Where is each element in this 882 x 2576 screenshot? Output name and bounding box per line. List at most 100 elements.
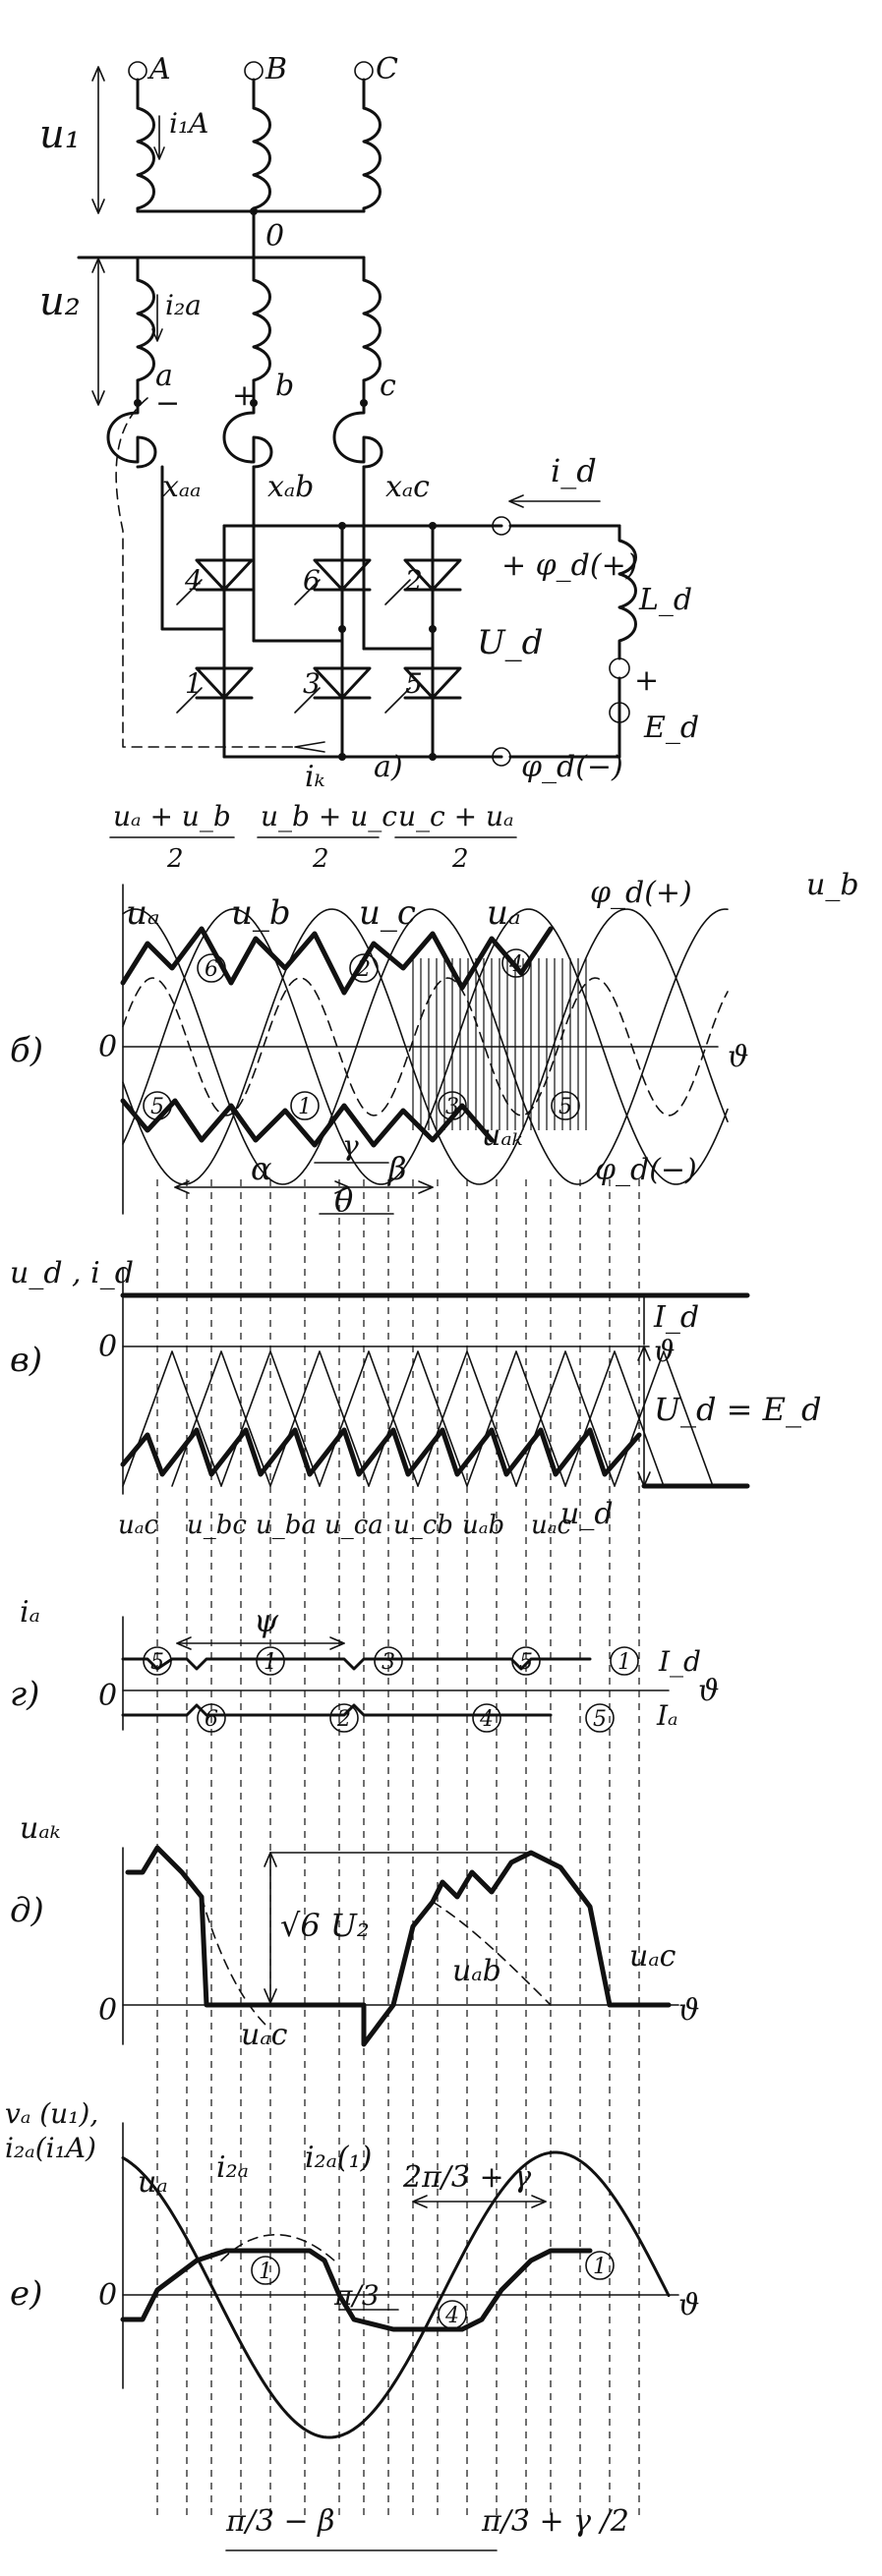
thyristor-3-label: 3 bbox=[303, 667, 321, 700]
b-axis-label: ϑ bbox=[728, 1040, 748, 1074]
line-voltage-label-2: u_bc bbox=[187, 1511, 247, 1540]
b-bot-2: 1 bbox=[298, 1095, 312, 1119]
e-c-2: 4 bbox=[444, 2304, 459, 2328]
g-panel-label: г) bbox=[10, 1675, 39, 1714]
i2a-wave bbox=[120, 2248, 593, 2332]
b-bot-4-ring bbox=[551, 1091, 580, 1120]
d-axis-label: ϑ bbox=[678, 1993, 699, 2028]
b-wave-label-2: u_b bbox=[231, 893, 291, 933]
formula-3-num: u_c + uₐ bbox=[398, 800, 514, 832]
e-c-1: 1 bbox=[259, 2260, 272, 2284]
g-origin: 0 bbox=[98, 1679, 117, 1713]
reactance-a-label: xₐₐ bbox=[162, 470, 201, 504]
reactance-c bbox=[332, 401, 383, 469]
g-id-label: I_d bbox=[658, 1645, 701, 1678]
formula-3-den: 2 bbox=[451, 844, 469, 874]
d-uac-left: uₐc bbox=[241, 2018, 288, 2052]
b-bot-3: 3 bbox=[445, 1095, 459, 1119]
e-pi3: π/3 bbox=[333, 2279, 380, 2312]
thyristor-5 bbox=[384, 666, 462, 714]
e-bottom-left: π/3 − β bbox=[225, 2504, 334, 2539]
g-top-1-ring bbox=[143, 1646, 172, 1676]
thyristor-4-label: 4 bbox=[184, 564, 203, 597]
minus-sign: − bbox=[155, 386, 180, 421]
panel-b: uₐ + u_b 2 u_b + u_c 2 u_c + uₐ 2 б) 0 ϑ… bbox=[10, 800, 859, 1219]
e-c-2-ring bbox=[438, 2300, 467, 2329]
ud-waveform bbox=[120, 1427, 642, 1477]
thyristor-1-label: 1 bbox=[185, 667, 203, 700]
v-origin: 0 bbox=[98, 1330, 117, 1364]
e-circled-numbers: 141 bbox=[251, 2251, 615, 2329]
thyristor-4 bbox=[176, 558, 254, 605]
thyristor-2-label: 2 bbox=[404, 564, 423, 597]
b-bot-3-ring bbox=[438, 1091, 467, 1120]
neutral-label: 0 bbox=[265, 219, 284, 254]
node-a-label: a bbox=[155, 359, 173, 393]
g-top-3-ring bbox=[374, 1646, 403, 1676]
b-wave-label-3: u_c bbox=[359, 893, 416, 933]
b-top-3: 4 bbox=[508, 952, 523, 977]
circuit-panel-label: a) bbox=[374, 750, 403, 784]
line-voltage-label-1: uₐc bbox=[118, 1511, 159, 1540]
g-top-4-ring bbox=[511, 1646, 541, 1676]
line-voltage-label-6: uₐb bbox=[462, 1511, 504, 1540]
lower-envelope bbox=[120, 1098, 495, 1148]
v-panel-label: в) bbox=[10, 1341, 42, 1380]
phase-wave-2 bbox=[122, 908, 729, 1185]
current-bottom bbox=[121, 1703, 553, 1717]
terminal-B: B bbox=[265, 52, 287, 86]
g-bot-2: 2 bbox=[336, 1707, 351, 1732]
terminal-A: A bbox=[147, 52, 171, 86]
g-top-2-ring bbox=[256, 1646, 285, 1676]
commutation-loop bbox=[115, 397, 296, 748]
thyristor-1 bbox=[176, 666, 254, 714]
secondary-winding-a bbox=[134, 256, 155, 407]
node-b-label: b bbox=[275, 369, 294, 403]
v-voltage-eq: U_d = E_d bbox=[654, 1391, 821, 1428]
line-voltage-label-3: u_ba bbox=[256, 1511, 317, 1540]
reactance-b bbox=[222, 401, 273, 469]
v-axis-label: ϑ bbox=[654, 1335, 675, 1369]
secondary-current-label: i₂a bbox=[165, 289, 202, 321]
b-bot-1-ring bbox=[143, 1091, 172, 1120]
b-wave-label-4: uₐ bbox=[487, 893, 521, 933]
g-current-pulses bbox=[121, 1657, 592, 1717]
thyristor-6-label: 6 bbox=[303, 564, 321, 597]
e-c-3-ring bbox=[585, 2251, 615, 2280]
uak-waveform bbox=[125, 1845, 672, 2047]
load-current-label: i_d bbox=[551, 452, 597, 489]
e-ua: uₐ bbox=[138, 2165, 168, 2200]
line-voltage-label-7: uₐc bbox=[531, 1511, 572, 1540]
g-top-2: 1 bbox=[264, 1650, 277, 1675]
d-panel-label: д) bbox=[10, 1891, 44, 1930]
reactance-a bbox=[106, 401, 157, 469]
e-y-label-1: vₐ (u₁), bbox=[5, 2097, 98, 2130]
terminal-C: C bbox=[376, 52, 398, 86]
b-bot-2-ring bbox=[290, 1091, 320, 1120]
thyristor-2 bbox=[384, 558, 462, 605]
loop-current-label: iₖ bbox=[305, 760, 325, 794]
thyristor-6 bbox=[294, 558, 372, 605]
panel-e: е) vₐ (u₁), i₂ₐ(i₁A) 0 ϑ uₐ i₂ₐ i₂ₐ(₁) 2… bbox=[5, 2097, 699, 2551]
d-y-label: uₐₖ bbox=[20, 1811, 61, 1846]
e-panel-label: е) bbox=[10, 2274, 42, 2314]
formula-1-num: uₐ + u_b bbox=[113, 800, 231, 832]
i2a1-dashed bbox=[220, 2233, 335, 2261]
emf-sign: + bbox=[634, 663, 659, 698]
e-bottom-right: π/3 + γ /2 bbox=[481, 2504, 629, 2539]
angle-beta: β bbox=[387, 1150, 407, 1187]
b-bot-1: 5 bbox=[150, 1095, 164, 1119]
d-amplitude: √6 U₂ bbox=[280, 1907, 370, 1944]
e-c-1-ring bbox=[251, 2256, 280, 2285]
v-ud-label: u_d bbox=[560, 1497, 614, 1531]
formula-1-den: 2 bbox=[166, 844, 184, 874]
g-bot-4: 5 bbox=[593, 1707, 607, 1732]
d-anode-voltage bbox=[125, 1845, 672, 2047]
v-current-label: I_d bbox=[653, 1300, 699, 1335]
line-voltage-label-5: u_cb bbox=[393, 1511, 453, 1540]
